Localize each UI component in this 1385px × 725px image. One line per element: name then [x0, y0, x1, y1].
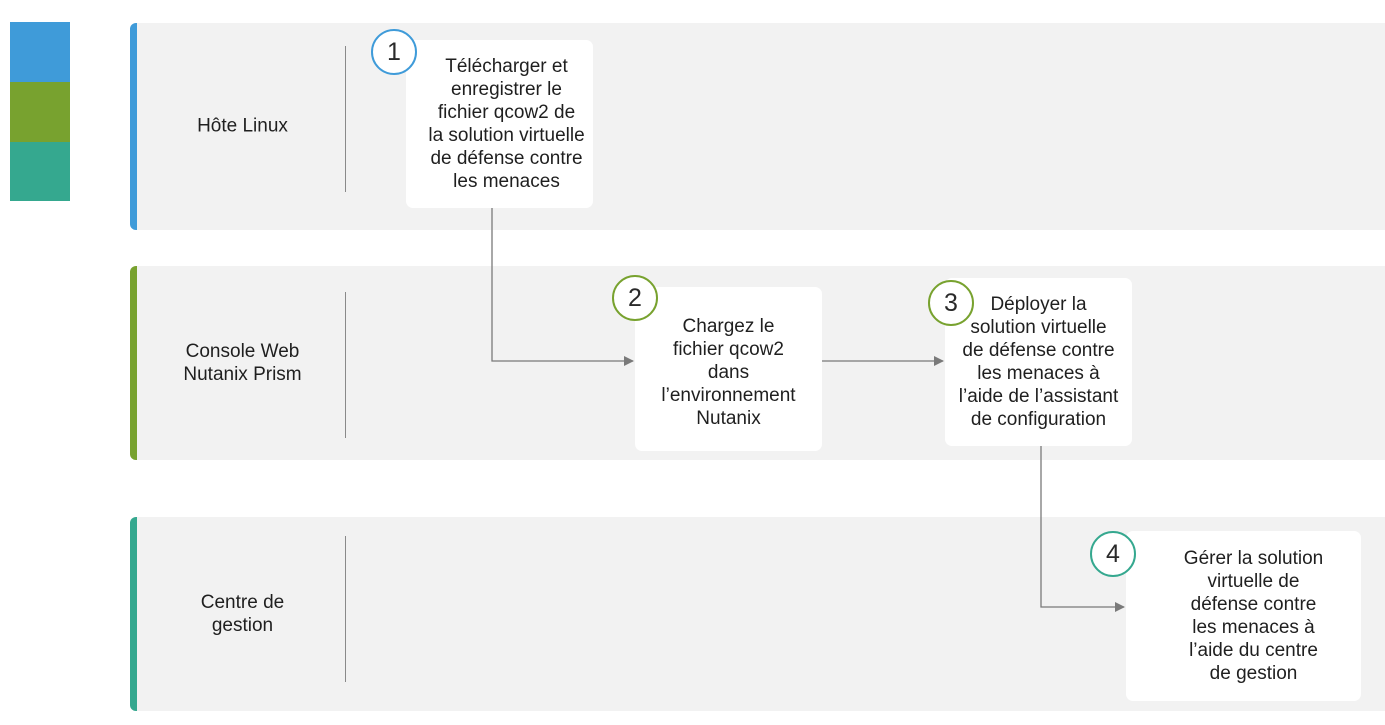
step-3-text: Déployer la solution virtuelle de défens… [958, 294, 1119, 430]
lane-label: Console Web Nutanix Prism [183, 341, 302, 385]
lane-label: Centre de gestion [200, 592, 285, 636]
step-4-number: 4 [1090, 531, 1136, 577]
lane-accent-bar [130, 517, 137, 711]
swimlane-linux-host: Hôte Linux [130, 23, 1385, 230]
step-2-text: Chargez le fichier qcow2 dans l’environn… [661, 315, 796, 429]
lane-divider [345, 536, 346, 682]
step-4-text: Gérer la solution virtuelle de défense c… [1183, 548, 1324, 684]
step-4-box: Gérer la solution virtuelle de défense c… [1126, 531, 1361, 701]
legend-swatch-teal [10, 142, 70, 201]
lane-accent-bar [130, 23, 137, 230]
lane-label: Hôte Linux [197, 115, 288, 137]
lane-accent-bar [130, 266, 137, 460]
lane-divider [345, 46, 346, 192]
step-2-box: Chargez le fichier qcow2 dans l’environn… [635, 287, 822, 451]
step-1-box: Télécharger et enregistrer le fichier qc… [406, 40, 593, 208]
legend-swatch-green [10, 82, 70, 142]
legend-swatch-blue [10, 22, 70, 82]
step-3-number: 3 [928, 280, 974, 326]
lane-divider [345, 292, 346, 438]
step-1-number: 1 [371, 29, 417, 75]
step-3-box: Déployer la solution virtuelle de défens… [945, 278, 1132, 446]
step-1-text: Télécharger et enregistrer le fichier qc… [428, 56, 585, 192]
step-2-number: 2 [612, 275, 658, 321]
